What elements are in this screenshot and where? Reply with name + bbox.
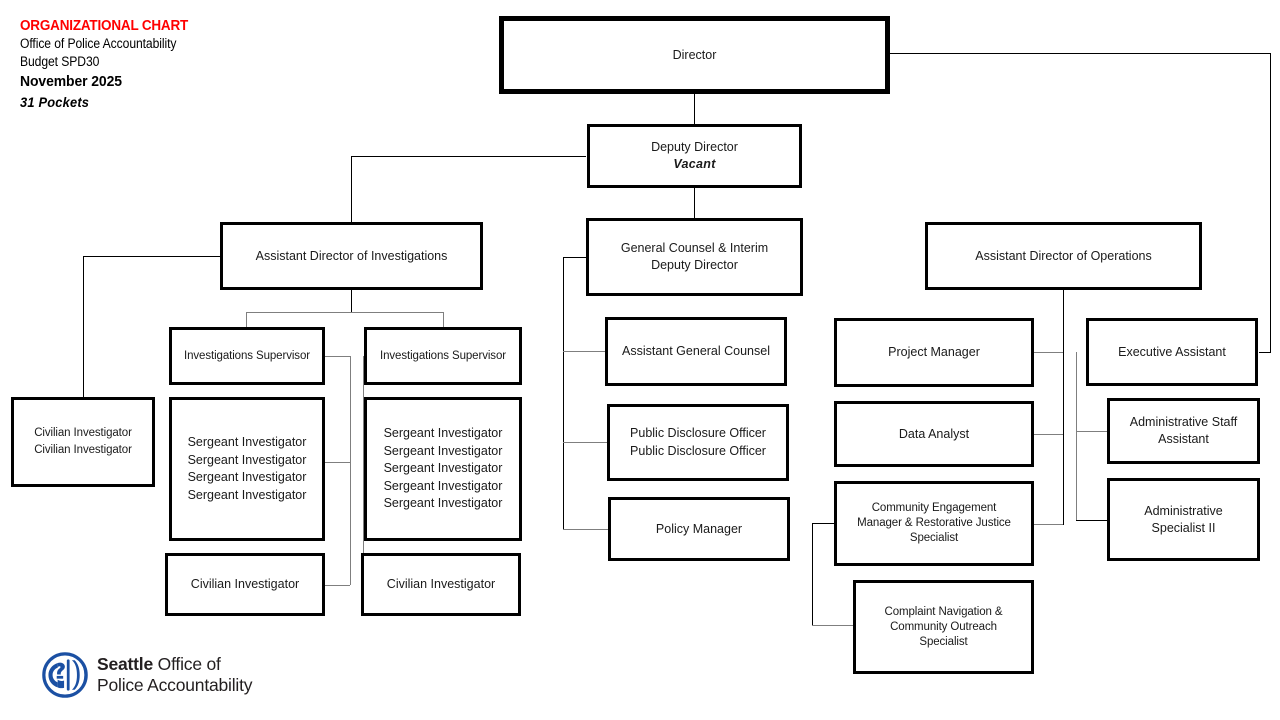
connector-sup1-top xyxy=(325,356,350,357)
node-public-disclosure-officers-label: Public Disclosure Officer Public Disclos… xyxy=(630,426,766,458)
node-deputy-director-status: Vacant xyxy=(673,157,716,171)
node-executive-assistant-label: Executive Assistant xyxy=(1118,344,1226,359)
chart-header: ORGANIZATIONAL CHART Office of Police Ac… xyxy=(20,18,320,112)
connector-cem-cns-h1 xyxy=(812,523,835,524)
logo-brand-seattle: Seattle xyxy=(97,654,153,674)
chart-position-count: 31 Pockets xyxy=(20,94,90,110)
connector-director-right-h xyxy=(890,53,1271,54)
node-investigations-supervisor-2[interactable]: Investigations Supervisor xyxy=(364,327,522,385)
connector-cem-cns-h2 xyxy=(812,625,854,626)
node-general-counsel[interactable]: General Counsel & Interim Deputy Directo… xyxy=(586,218,803,296)
node-data-analyst[interactable]: Data Analyst xyxy=(834,401,1034,467)
connector-ea-asii xyxy=(1076,520,1107,521)
connector-sup1-sgt xyxy=(325,462,350,463)
node-director[interactable]: Director xyxy=(499,16,890,94)
connector-adi-down xyxy=(351,290,352,312)
connector-ado-trunk xyxy=(1063,290,1064,525)
connector-ea-asa xyxy=(1076,431,1107,432)
node-sergeant-group-1-label: Sergeant Investigator Sergeant Investiga… xyxy=(187,435,307,502)
node-civilian-investigator-2-label: Civilian Investigator xyxy=(386,577,496,591)
connector-cem-cns-v xyxy=(812,523,813,625)
opa-logo-text: Seattle Office of Police Accountability xyxy=(97,654,253,696)
connector-ado-pm xyxy=(1034,352,1063,353)
connector-ado-da xyxy=(1034,434,1063,435)
node-community-engagement-manager[interactable]: Community Engagement Manager & Restorati… xyxy=(834,481,1034,566)
connector-sup2-trunk xyxy=(363,356,364,585)
connector-deputy-left-h xyxy=(351,156,586,157)
node-sergeant-group-2-label: Sergeant Investigator Sergeant Investiga… xyxy=(383,426,503,511)
node-executive-assistant[interactable]: Executive Assistant xyxy=(1086,318,1258,386)
node-assistant-general-counsel[interactable]: Assistant General Counsel xyxy=(605,317,787,386)
node-director-label: Director xyxy=(672,47,717,62)
node-general-counsel-label: General Counsel & Interim Deputy Directo… xyxy=(620,241,769,272)
connector-adi-sup1-v xyxy=(246,312,247,329)
node-asst-dir-operations-label: Assistant Director of Operations xyxy=(975,248,1152,263)
node-investigations-supervisor-1[interactable]: Investigations Supervisor xyxy=(169,327,325,385)
node-asst-dir-investigations-label: Assistant Director of Investigations xyxy=(255,248,448,263)
node-civilian-investigator-2[interactable]: Civilian Investigator xyxy=(361,553,521,616)
connector-sup1-trunk xyxy=(350,356,351,585)
node-civilian-investigator-1[interactable]: Civilian Investigator xyxy=(165,553,325,616)
connector-adi-bus xyxy=(246,312,444,313)
node-sergeant-group-1[interactable]: Sergeant Investigator Sergeant Investiga… xyxy=(169,397,325,541)
node-deputy-director-label: Deputy Director xyxy=(651,140,738,154)
node-complaint-navigation-specialist[interactable]: Complaint Navigation & Community Outreac… xyxy=(853,580,1034,674)
connector-sup1-civ xyxy=(325,585,350,586)
node-complaint-navigation-specialist-label: Complaint Navigation & Community Outreac… xyxy=(884,605,1003,648)
node-assistant-general-counsel-label: Assistant General Counsel xyxy=(622,344,770,358)
node-administrative-specialist-ii-label: Administrative Specialist II xyxy=(1144,503,1223,535)
node-project-manager[interactable]: Project Manager xyxy=(834,318,1034,387)
connector-deputy-left-v xyxy=(351,156,352,222)
node-public-disclosure-officers[interactable]: Public Disclosure Officer Public Disclos… xyxy=(607,404,789,481)
connector-ado-cem xyxy=(1034,524,1063,525)
logo-brand-line2: Police Accountability xyxy=(97,675,253,695)
node-investigations-supervisor-2-label: Investigations Supervisor xyxy=(380,349,506,362)
seattle-city-seal-icon xyxy=(42,652,88,698)
connector-director-right-v xyxy=(1270,53,1271,352)
chart-budget-code: Budget SPD30 xyxy=(20,54,100,69)
chart-department: Office of Police Accountability xyxy=(20,36,177,51)
connector-adi-civ-v xyxy=(83,256,84,398)
connector-gc-top-h xyxy=(563,257,587,258)
node-civilian-investigator-1-label: Civilian Investigator xyxy=(190,577,300,591)
node-asst-dir-operations[interactable]: Assistant Director of Operations xyxy=(925,222,1202,290)
chart-title: ORGANIZATIONAL CHART xyxy=(20,18,189,34)
connector-deputy-gc-v xyxy=(694,188,695,218)
node-project-manager-label: Project Manager xyxy=(888,345,980,359)
node-asst-dir-investigations[interactable]: Assistant Director of Investigations xyxy=(220,222,483,290)
node-community-engagement-manager-label: Community Engagement Manager & Restorati… xyxy=(857,502,1011,544)
node-administrative-staff-assistant[interactable]: Administrative Staff Assistant xyxy=(1107,398,1260,464)
node-sergeant-group-2[interactable]: Sergeant Investigator Sergeant Investiga… xyxy=(364,397,522,541)
node-administrative-specialist-ii[interactable]: Administrative Specialist II xyxy=(1107,478,1260,561)
logo-brand-office: Office of xyxy=(153,654,221,674)
connector-gc-agc xyxy=(563,351,606,352)
node-civilian-investigator-pair[interactable]: Civilian Investigator Civilian Investiga… xyxy=(11,397,155,487)
node-deputy-director[interactable]: Deputy Director Vacant xyxy=(587,124,802,188)
connector-gc-trunk xyxy=(563,257,564,529)
opa-logo: Seattle Office of Police Accountability xyxy=(42,652,253,698)
node-administrative-staff-assistant-label: Administrative Staff Assistant xyxy=(1129,415,1238,446)
node-policy-manager-label: Policy Manager xyxy=(655,521,743,536)
connector-gc-policy xyxy=(563,529,609,530)
connector-ea-trunk xyxy=(1076,352,1077,520)
connector-adi-civ-h xyxy=(83,256,221,257)
connector-gc-pdo xyxy=(563,442,608,443)
connector-adi-sup2-v xyxy=(443,312,444,329)
node-data-analyst-label: Data Analyst xyxy=(898,426,970,441)
chart-date: November 2025 xyxy=(20,73,122,90)
connector-director-deputy xyxy=(694,94,695,124)
node-policy-manager[interactable]: Policy Manager xyxy=(608,497,790,561)
connector-director-exec-h xyxy=(1259,352,1271,353)
node-civilian-investigator-pair-label: Civilian Investigator Civilian Investiga… xyxy=(34,426,132,457)
node-investigations-supervisor-1-label: Investigations Supervisor xyxy=(184,349,310,362)
